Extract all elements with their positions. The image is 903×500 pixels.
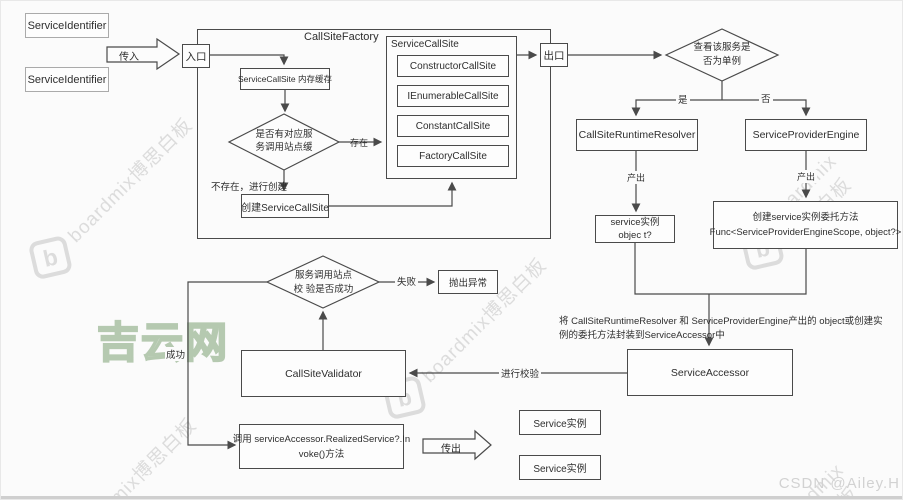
produce-edge-label-right: 产出 [795,170,818,183]
callsite-validator-node: CallSiteValidator [241,350,406,397]
service-provider-engine-node: ServiceProviderEngine [745,119,867,151]
singleton-decision-shape [664,28,780,82]
service-instance-box-1: Service实例 [519,410,601,435]
constructor-callsite-node: ConstructorCallSite [397,55,509,77]
create-callsite-node: 创建ServiceCallSite [241,194,329,218]
constant-callsite-node: ConstantCallSite [397,115,509,137]
callsite-factory-container [197,29,551,239]
wrap-note: 将 CallSiteRuntimeResolver 和 ServiceProvi… [559,316,883,341]
service-accessor-node: ServiceAccessor [627,349,793,396]
exists-edge-label: 存在 [350,138,369,148]
factory-callsite-node: FactoryCallSite [397,145,509,167]
jiyunwang-watermark: 吉云网 [96,318,230,367]
flow-arrow-out-label: 传出 [441,444,461,455]
service-instance-box-2: Service实例 [519,455,601,480]
flow-arrow-in-shape [106,37,181,71]
create-delegate-node: 创建service实例委托方法 Func<ServiceProviderEngi… [710,201,901,249]
bottom-border-strip [1,496,902,499]
flow-arrow-in-label: 传入 [119,52,139,63]
validation-decision-label: 服务调用站点 校 验是否成功 [293,270,354,295]
throw-exception-node: 抛出异常 [438,270,498,294]
fail-edge-label: 失败 [395,274,419,288]
service-identifier-box-1: ServiceIdentifier [25,13,109,38]
callsite-runtime-resolver-node: CallSiteRuntimeResolver [576,119,698,151]
success-edge-label: 成功 [165,347,187,361]
has-callsite-decision-shape [227,113,341,171]
callsite-factory-label: CallSiteFactory [304,31,379,43]
service-callsite-label: ServiceCallSite [391,39,459,50]
has-callsite-decision-label: 是否有对应服 务调用站点缓 [255,129,313,153]
service-identifier-box-2: ServiceIdentifier [25,67,109,92]
invoke-method-node: 调用 serviceAccessor.RealizedService?.In v… [233,424,410,469]
singleton-decision-label: 查看该服务是 否为单例 [693,42,751,67]
validate-edge-label: 进行校验 [499,366,542,380]
exit-node: 出口 [540,43,568,67]
memory-cache-node: ServiceCallSite 内存缓存 [238,68,332,90]
no-edge-label: 否 [759,91,773,105]
produce-edge-label-left: 产出 [625,171,648,184]
yes-edge-label: 是 [676,92,690,106]
csdn-watermark: CSDN @Ailey.H [778,475,900,492]
service-instance-object-node: service实例 objec t? [595,215,675,243]
entry-node: 入口 [182,44,210,68]
validation-decision-shape [265,255,381,309]
flow-arrow-out-shape [422,429,492,461]
not-exists-edge-label: 不存在，进行创建 [211,182,288,193]
ienumerable-callsite-node: IEnumerableCallSite [397,85,509,107]
